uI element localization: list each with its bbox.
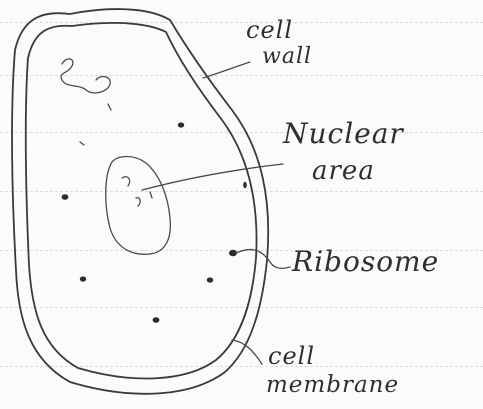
cell-wall-label-line2: wall (262, 46, 312, 68)
ribosome-dot (178, 122, 184, 127)
ribosome-label: Ribosome (292, 248, 439, 276)
cell-wall-pointer (203, 62, 250, 78)
ribosome-dot (80, 276, 86, 281)
ribosome-dot (153, 317, 160, 323)
cell-membrane-label-line2: membrane (266, 374, 399, 397)
cell-wall-label-line1: cell (246, 18, 293, 42)
inclusion-scribble (61, 59, 110, 93)
ribosome-dot (62, 194, 69, 200)
nuclear-area-label-line1: Nuclear (283, 120, 404, 148)
cell-membrane-outline (26, 23, 257, 379)
ribosome-pointer (236, 250, 290, 269)
inclusion-mark (108, 104, 111, 110)
cell-membrane-label-line1: cell (268, 344, 315, 368)
nuclear-area-label-line2: area (312, 158, 375, 184)
inclusion-mark (80, 142, 84, 145)
ribosome-dot (207, 277, 213, 282)
ribosome-dot (243, 182, 247, 188)
nuclear-squiggle (122, 177, 152, 206)
